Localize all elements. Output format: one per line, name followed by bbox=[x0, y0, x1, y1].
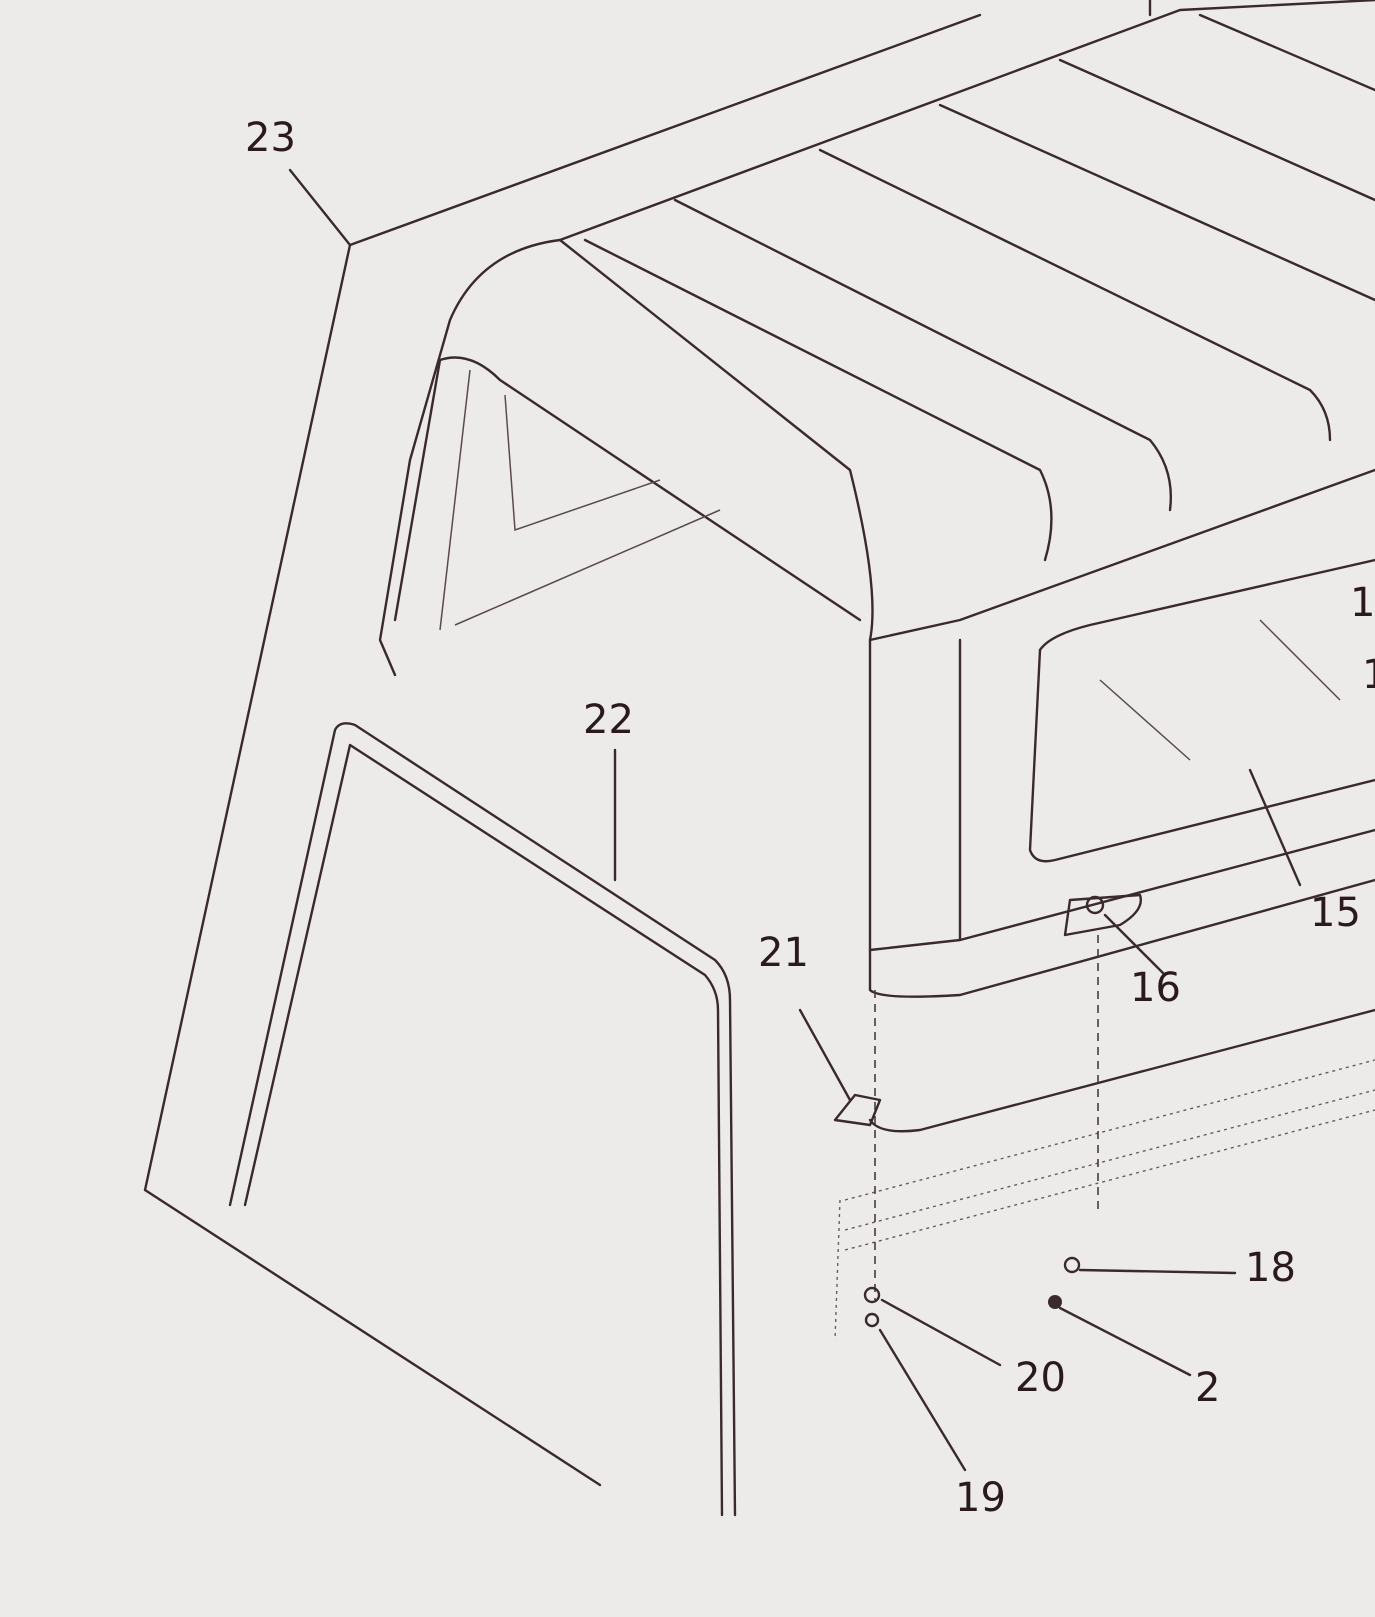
assembly-bracket bbox=[143, 13, 982, 1487]
callout-2: 2 bbox=[1195, 1365, 1221, 1411]
leader-lines bbox=[613, 0, 1302, 1472]
callout-21: 21 bbox=[758, 930, 809, 976]
callout-16: 16 bbox=[1130, 965, 1181, 1011]
callout-1-partial-2: 1 bbox=[1362, 652, 1375, 698]
callout-18: 18 bbox=[1245, 1245, 1296, 1291]
door-seal bbox=[228, 722, 737, 1517]
callout-20: 20 bbox=[1015, 1355, 1066, 1401]
hardtop-roof bbox=[378, 0, 1375, 1341]
callout-23: 23 bbox=[245, 115, 296, 161]
hardware bbox=[833, 893, 1142, 1328]
callout-15: 15 bbox=[1310, 890, 1361, 936]
callout-19: 19 bbox=[955, 1475, 1006, 1521]
callout-22: 22 bbox=[583, 697, 634, 743]
callout-1-partial: 1 bbox=[1350, 580, 1375, 626]
